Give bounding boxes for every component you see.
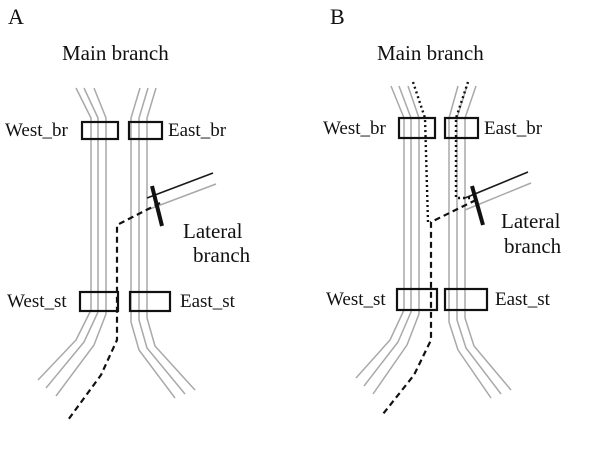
panel-a-east-br-box xyxy=(127,120,164,141)
panel-b-east-br-label: East_br xyxy=(484,118,543,139)
panel-b-west-st-label: West_st xyxy=(326,289,386,310)
panel-a-west-br-box xyxy=(80,120,120,141)
panel-a-east-tracks xyxy=(130,87,196,399)
panel-a-east-track-3 xyxy=(146,87,196,391)
panel-a-lateral-barrier xyxy=(150,185,164,227)
panel-b-dashed-path xyxy=(382,199,477,415)
panel-b-east-track-3 xyxy=(464,85,512,391)
panel-a-dashed-path xyxy=(67,202,161,421)
panel-a-main-branch-label: Main branch xyxy=(62,41,169,65)
panel-b-west-track-3 xyxy=(372,85,420,395)
panel-a-lateral-branch xyxy=(146,172,217,227)
panel-a-west-st-box xyxy=(78,290,120,313)
panel-a-west-track-3 xyxy=(55,87,107,397)
panel-b-lateral-branch xyxy=(464,171,532,226)
panel-a-lateral-label-line2: branch xyxy=(193,243,251,267)
panel-b-dotted-path-east xyxy=(454,81,471,200)
panel-b-west-st-box xyxy=(395,287,439,312)
panel-b-west-br-label: West_br xyxy=(323,118,387,139)
panel-b-east-st-label: East_st xyxy=(495,289,551,310)
panel-a-west-br-label: West_br xyxy=(5,120,69,141)
panel-b-west-track-2 xyxy=(363,85,412,387)
panel-b-east-st-box xyxy=(443,287,489,312)
panel-a-east-track-1 xyxy=(130,87,176,399)
panel-a-east-track-2 xyxy=(138,87,186,395)
panel-b-east-track-1 xyxy=(448,85,492,399)
panel-b-lateral-label-line2: branch xyxy=(504,234,562,258)
panel-a-west-st-label: West_st xyxy=(7,291,67,312)
panel-b-east-br-box xyxy=(443,116,480,140)
panel-b-west-br-box xyxy=(397,116,437,140)
panel-a: A Main branch West_br East_br xyxy=(5,4,251,421)
panel-a-letter: A xyxy=(8,4,24,29)
panel-b-dotted-path-west xyxy=(411,81,430,223)
panel-b-lateral-label-line1: Lateral xyxy=(501,209,561,233)
panel-a-east-st-label: East_st xyxy=(180,291,236,312)
panel-a-lateral-line-upper xyxy=(146,172,214,199)
panel-b-letter: B xyxy=(330,4,345,29)
panel-a-east-br-label: East_br xyxy=(168,120,227,141)
panel-b: B Main branch West_br xyxy=(323,4,562,415)
panel-b-lateral-barrier xyxy=(470,185,485,226)
panel-a-lateral-label-line1: Lateral xyxy=(183,219,243,243)
panel-a-east-st-box xyxy=(128,290,172,313)
panel-b-main-branch-label: Main branch xyxy=(377,41,484,65)
